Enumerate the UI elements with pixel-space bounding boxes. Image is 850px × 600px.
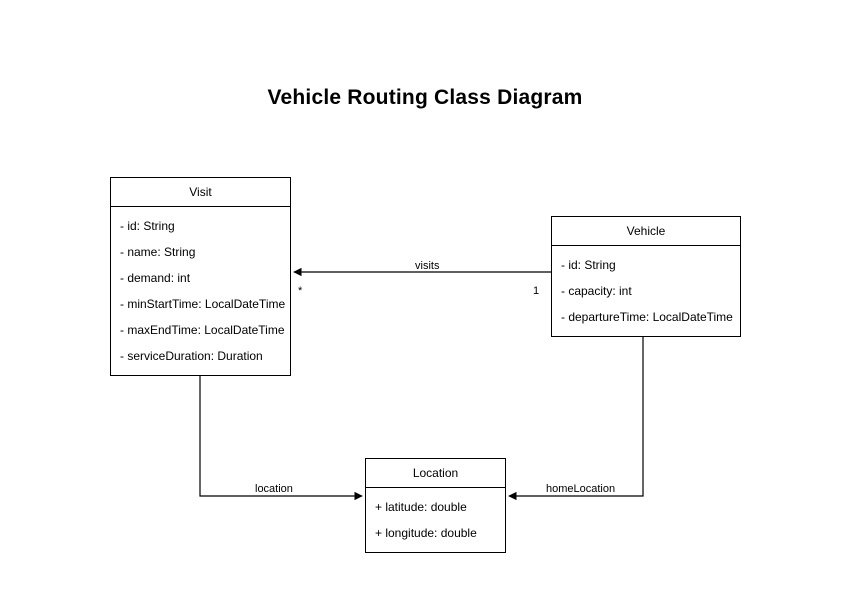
edge-label-visits: visits [415, 260, 440, 272]
uml-attribute: - minStartTime: LocalDateTime [120, 297, 286, 311]
uml-class-location-attributes: + latitude: double + longitude: double [366, 488, 505, 552]
uml-class-vehicle-attributes: - id: String - capacity: int - departure… [552, 246, 740, 336]
uml-attribute: - name: String [120, 245, 196, 259]
edge-home-location [508, 322, 644, 501]
uml-attribute: + latitude: double [375, 500, 467, 514]
uml-class-visit-name: Visit [111, 178, 290, 207]
multiplicity-visits-source: 1 [533, 285, 540, 297]
uml-attribute: - departureTime: LocalDateTime [561, 310, 733, 324]
uml-class-visit[interactable]: Visit - id: String - name: String - dema… [110, 177, 291, 376]
uml-attribute: - id: String [120, 219, 175, 233]
uml-class-location[interactable]: Location + latitude: double + longitude:… [365, 458, 506, 553]
edge-location [199, 362, 363, 501]
uml-attribute: - maxEndTime: LocalDateTime [120, 323, 285, 337]
uml-attribute: - demand: int [120, 271, 191, 285]
edge-label-location: location [255, 483, 293, 495]
uml-attribute: - id: String [561, 258, 616, 272]
edge-label-home-location: homeLocation [546, 483, 616, 495]
uml-attribute: - serviceDuration: Duration [120, 349, 263, 363]
uml-class-vehicle[interactable]: Vehicle - id: String - capacity: int - d… [551, 216, 741, 337]
uml-class-location-name: Location [366, 459, 505, 488]
multiplicity-visits-target: * [298, 285, 303, 297]
uml-class-vehicle-name: Vehicle [552, 217, 740, 246]
uml-attribute: - capacity: int [561, 284, 632, 298]
uml-class-visit-attributes: - id: String - name: String - demand: in… [111, 207, 290, 375]
page-title: Vehicle Routing Class Diagram [267, 86, 583, 109]
uml-attribute: + longitude: double [375, 526, 477, 540]
